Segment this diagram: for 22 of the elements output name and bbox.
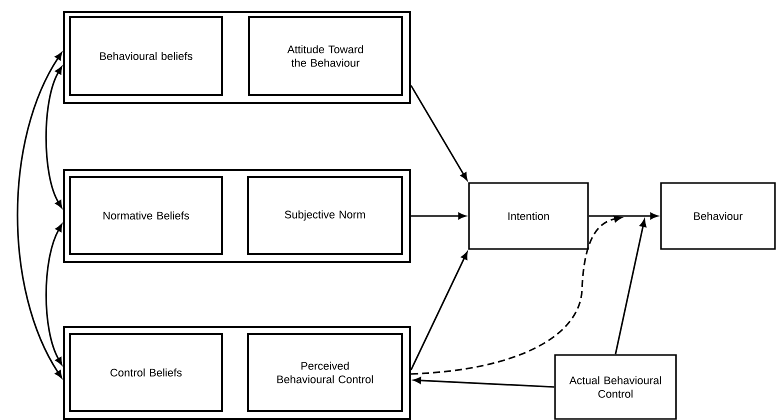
process-box: Actual Behavioural Control — [554, 354, 677, 420]
arrow — [411, 212, 466, 220]
dashed-arrow — [410, 216, 622, 375]
arrow — [588, 212, 658, 220]
arrow — [410, 85, 468, 180]
belief-box: Perceived Behavioural Control — [247, 333, 403, 412]
group-box — [63, 11, 411, 104]
arrow — [413, 377, 554, 388]
double-headed-arrow — [45, 66, 62, 208]
belief-box: Attitude Toward the Behaviour — [248, 16, 403, 96]
group-box — [63, 169, 411, 263]
double-headed-arrow — [16, 52, 62, 378]
group-box — [63, 326, 411, 420]
double-headed-arrow — [45, 224, 62, 366]
belief-box: Normative Beliefs — [69, 176, 223, 255]
belief-box: Subjective Norm — [247, 176, 403, 255]
belief-box: Control Beliefs — [69, 333, 223, 412]
arrow — [410, 252, 468, 370]
belief-box: Behavioural beliefs — [69, 16, 223, 96]
arrow — [614, 219, 646, 354]
process-box: Behaviour — [660, 182, 776, 250]
process-box: Intention — [468, 182, 589, 250]
